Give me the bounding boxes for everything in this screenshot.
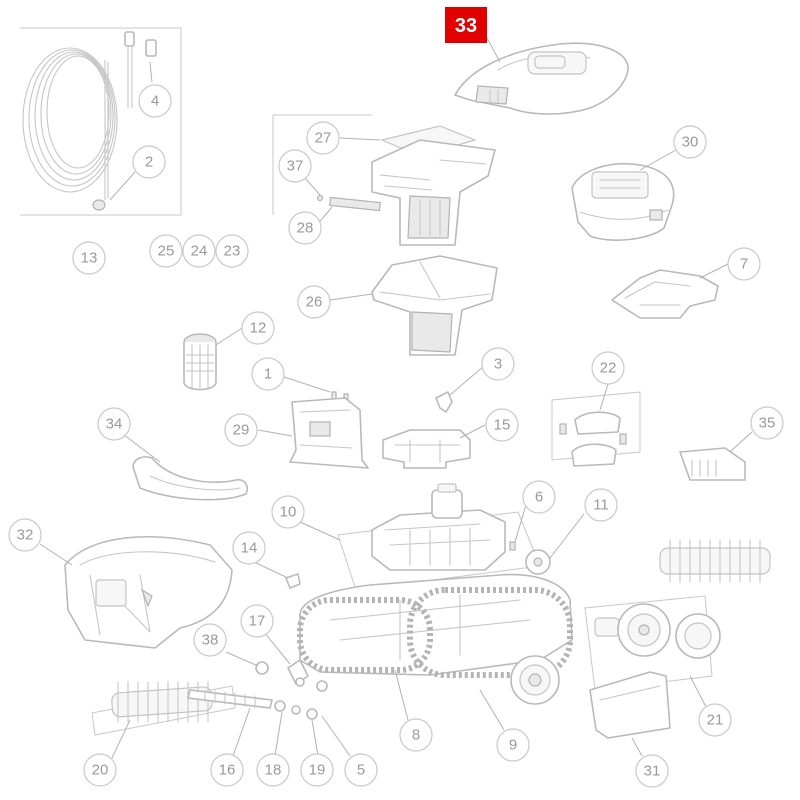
top-cover-part — [454, 42, 629, 115]
highlight-badge — [445, 7, 487, 43]
callout-8: 8 — [412, 727, 420, 744]
callout-18: 18 — [265, 762, 282, 779]
callout-37: 37 — [287, 158, 304, 175]
callout-4: 4 — [151, 93, 159, 110]
cable-coil-part — [22, 31, 157, 211]
callout-27: 27 — [315, 130, 332, 147]
side-panel-part — [289, 397, 369, 469]
callout-25: 25 — [158, 243, 175, 260]
callout-11: 11 — [593, 497, 609, 514]
callout-38: 38 — [202, 632, 219, 649]
cable-kit-frame — [20, 27, 182, 216]
callout-23: 23 — [224, 243, 241, 260]
callout-19: 19 — [309, 762, 326, 779]
callout-13: 13 — [81, 250, 98, 267]
bearing-parts — [255, 659, 328, 720]
callout-1: 1 — [264, 366, 272, 383]
callout-34: 34 — [106, 416, 123, 433]
callout-29: 29 — [233, 422, 250, 439]
callout-14: 14 — [241, 540, 258, 557]
callout-22: 22 — [600, 360, 617, 377]
callout-26: 26 — [306, 294, 323, 311]
callout-32: 32 — [17, 527, 34, 544]
cover-shield-part — [589, 671, 671, 739]
filter-mesh-part — [316, 194, 381, 212]
power-supply-part — [571, 162, 675, 241]
callout-7: 7 — [740, 256, 748, 273]
callout-24: 24 — [191, 243, 208, 260]
small-clip-part — [285, 573, 301, 589]
brush-roller-left-part — [111, 681, 213, 723]
filter-basket-part — [371, 125, 496, 246]
pulley-part — [509, 541, 551, 575]
callout-2: 2 — [145, 154, 153, 171]
wheel-kit-frame — [584, 595, 713, 691]
callout-35: 35 — [759, 415, 776, 432]
motor-unit-part — [371, 483, 506, 571]
callout-15: 15 — [494, 417, 511, 434]
callout-9: 9 — [509, 737, 517, 754]
callout-20: 20 — [92, 762, 109, 779]
filter-kit-frame — [272, 114, 372, 215]
callout-6: 6 — [535, 489, 543, 506]
highlight-label: 33 — [455, 15, 477, 37]
callout-labels: 4 2 13 25 24 23 27 37 28 26 30 7 12 1 3 … — [8, 84, 784, 788]
latch-kit-frame — [551, 391, 641, 461]
callout-21: 21 — [707, 712, 724, 729]
callout-12: 12 — [250, 320, 267, 337]
callout-10: 10 — [280, 504, 297, 521]
callout-17: 17 — [249, 613, 266, 630]
brush-roller-right-part — [659, 539, 771, 583]
callout-5: 5 — [357, 762, 365, 779]
leader-lines — [39, 37, 753, 759]
latch-parts — [559, 411, 627, 467]
shaft-part — [187, 689, 273, 709]
sensor-part — [679, 447, 746, 481]
impeller-part — [183, 333, 217, 391]
callout-3: 3 — [494, 356, 502, 373]
callout-31: 31 — [644, 763, 661, 780]
callout-16: 16 — [219, 762, 236, 779]
callout-30: 30 — [682, 134, 699, 151]
handle-part — [611, 269, 719, 319]
side-wheel-parts — [594, 603, 721, 659]
highlighted-callout: 33 — [445, 7, 487, 43]
filter-basket-lower-part — [371, 255, 498, 356]
callout-28: 28 — [297, 220, 314, 237]
chassis-part — [297, 573, 573, 705]
bumper-bar-part — [132, 456, 249, 501]
outer-housing-part — [64, 536, 233, 649]
bottom-bracket-part — [382, 429, 471, 469]
